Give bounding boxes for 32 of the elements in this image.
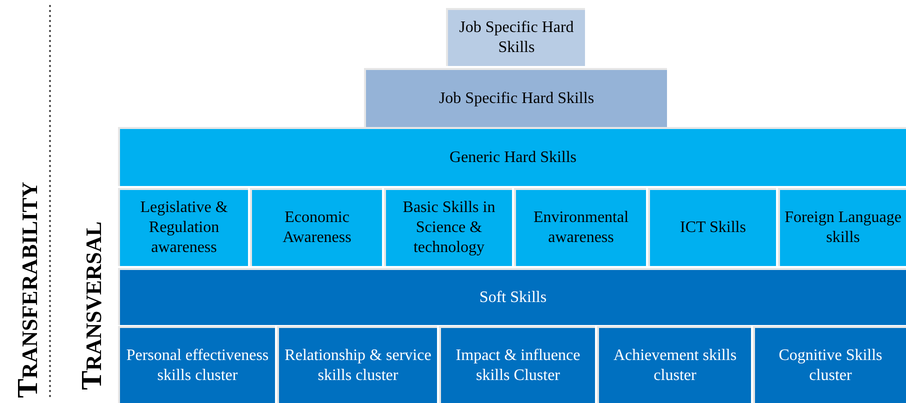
skill-box xyxy=(118,127,906,186)
skill-label: Generic Hard Skills xyxy=(448,148,578,168)
skill-label: Personal effectiveness skills cluster xyxy=(125,346,270,386)
skill-box xyxy=(439,326,595,403)
skill-label: Cognitive Skills cluster xyxy=(778,346,884,386)
skill-box xyxy=(753,326,906,403)
skill-box xyxy=(118,326,275,403)
skill-label: Basic Skills in Science & technology xyxy=(402,198,496,258)
skill-label: Legislative & Regulation awareness xyxy=(139,198,229,258)
skill-label: Economic Awareness xyxy=(282,208,352,248)
skill-box xyxy=(648,188,776,266)
skill-box xyxy=(250,188,382,266)
skill-label: ICT Skills xyxy=(679,218,747,238)
skill-box xyxy=(118,188,248,266)
skill-box xyxy=(364,68,667,127)
skill-box xyxy=(778,188,906,266)
skill-label: Job Specific Hard Skills xyxy=(458,18,575,58)
axis-label: TRANSVERSAL xyxy=(76,222,109,390)
skill-label: Job Specific Hard Skills xyxy=(438,88,596,108)
skill-label: Achievement skills cluster xyxy=(612,346,738,386)
skill-box xyxy=(118,268,906,325)
skill-label: Foreign Language skills xyxy=(784,208,902,248)
skill-box xyxy=(514,188,646,266)
skill-box xyxy=(597,326,751,403)
skill-label: Soft Skills xyxy=(478,288,548,308)
skill-label: Environmental awareness xyxy=(532,208,630,248)
skill-box xyxy=(384,188,512,266)
skill-box xyxy=(446,8,585,66)
skill-box xyxy=(277,326,437,403)
skill-label: Relationship & service skills cluster xyxy=(284,346,432,386)
axis-label: TRANSFERABILITY xyxy=(12,182,45,398)
skill-label: Impact & influence skills Cluster xyxy=(454,346,582,386)
